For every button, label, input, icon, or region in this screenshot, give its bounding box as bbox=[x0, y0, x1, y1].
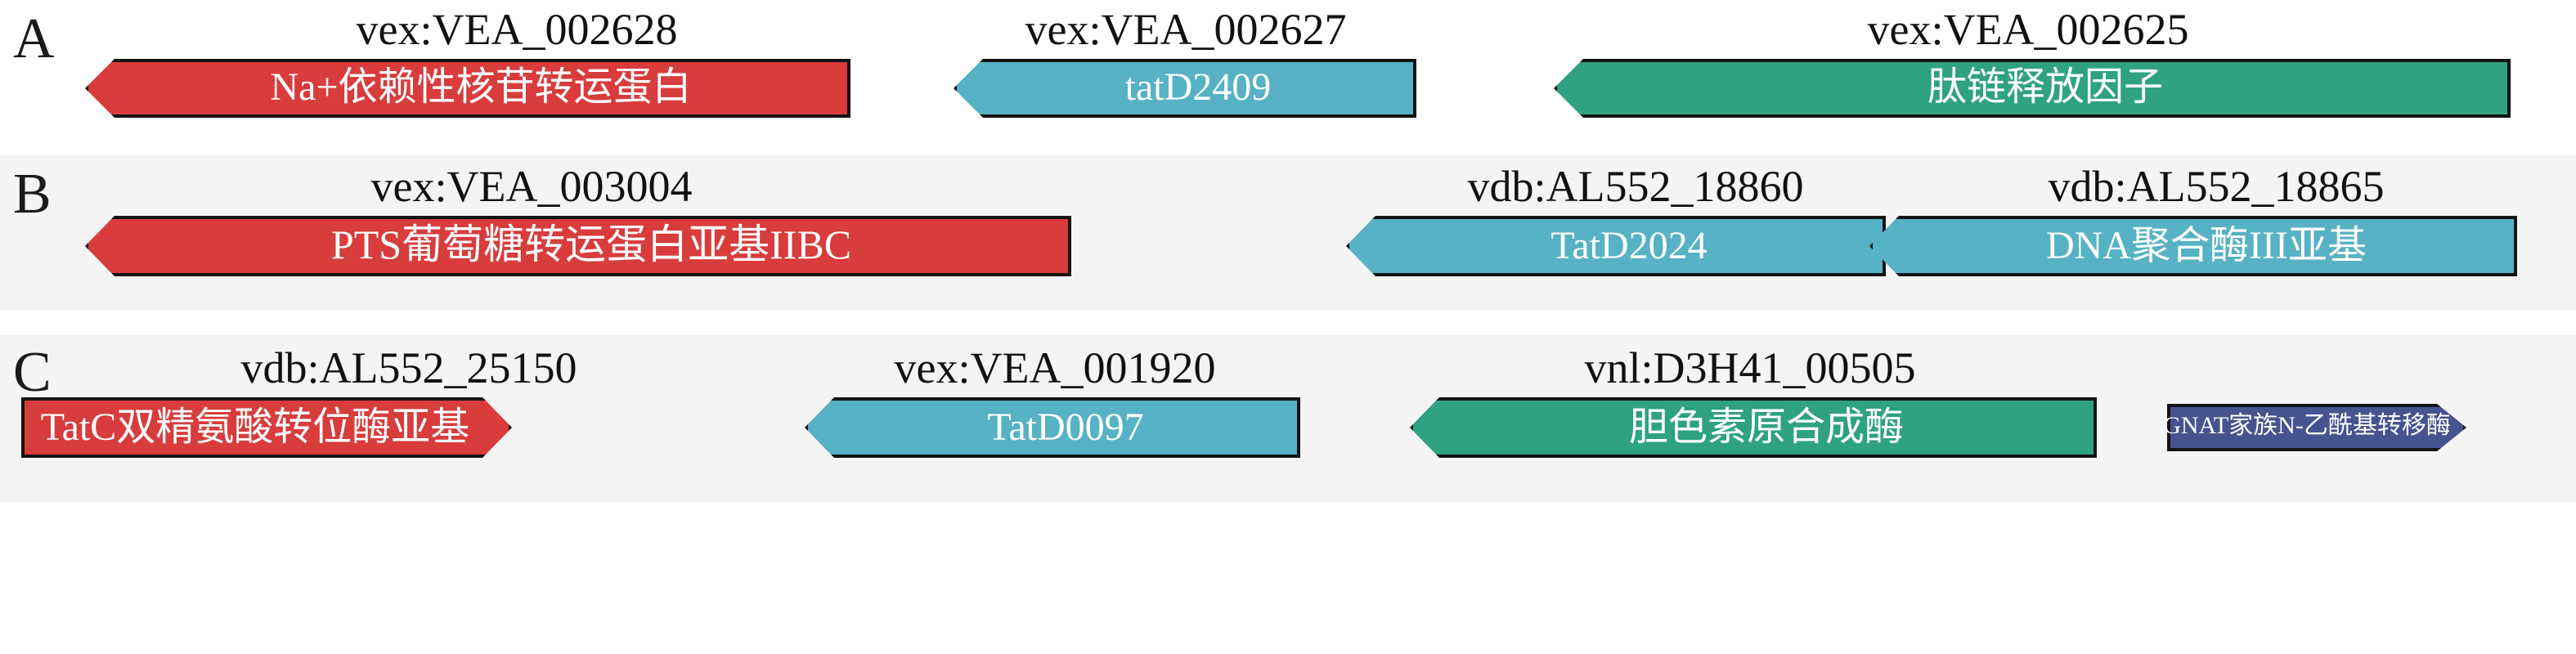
gene-label-vex-VEA-003004: vex:VEA_003004 bbox=[370, 162, 693, 211]
gene-arrow-vex-VEA-003004[interactable]: PTS葡萄糖转运蛋白亚基IIBC bbox=[85, 216, 1071, 276]
gene-arrow-vex-VEA-002627[interactable]: tatD2409 bbox=[954, 59, 1416, 118]
gene-label-vex-VEA-002625: vex:VEA_002625 bbox=[1867, 5, 2189, 54]
gene-arrow-label: DNA聚合酶III亚基 bbox=[2046, 225, 2367, 267]
gene-arrow-vdb-AL552-18860[interactable]: TatD2024 bbox=[1346, 216, 1886, 276]
panel-letter-a: A bbox=[13, 7, 55, 70]
gene-arrow-vdb-AL552-18865[interactable]: DNA聚合酶III亚基 bbox=[1869, 216, 2517, 276]
gene-arrow-label: tatD2409 bbox=[1124, 67, 1272, 110]
gene-arrow-vdb-AL552-25150[interactable]: TatC双精氨酸转位酶亚基 bbox=[21, 397, 512, 458]
gene-arrow-label: TatC双精氨酸转位酶亚基 bbox=[40, 406, 470, 449]
gene-arrow-label: TatD0097 bbox=[987, 406, 1144, 449]
gene-arrow-gnat-acetyltransferase[interactable]: GNAT家族N-乙酰基转移酶 bbox=[2167, 404, 2466, 451]
gene-arrow-label: TatD2024 bbox=[1551, 225, 1708, 267]
gene-neighborhood-figure: A vex:VEA_002628 Na+依赖性核苷转运蛋白 vex:VEA_00… bbox=[0, 5, 2576, 502]
gene-label-vdb-AL552-25150: vdb:AL552_25150 bbox=[240, 343, 577, 392]
panel-letter-c: C bbox=[13, 340, 52, 404]
gene-arrow-label: GNAT家族N-乙酰基转移酶 bbox=[2163, 414, 2451, 440]
gene-label-vdb-AL552-18865: vdb:AL552_18865 bbox=[2048, 162, 2385, 211]
gene-label-vex-VEA-002628: vex:VEA_002628 bbox=[356, 5, 678, 54]
gene-arrow-label: 肽链释放因子 bbox=[1928, 67, 2163, 110]
gene-label-vdb-AL552-18860: vdb:AL552_18860 bbox=[1467, 162, 1804, 211]
gene-label-vnl-D3H41-00505: vnl:D3H41_00505 bbox=[1584, 343, 1916, 392]
gene-arrow-label: Na+依赖性核苷转运蛋白 bbox=[270, 67, 692, 110]
gene-arrow-label: PTS葡萄糖转运蛋白亚基IIBC bbox=[330, 224, 852, 268]
gene-arrow-vex-VEA-001920[interactable]: TatD0097 bbox=[805, 397, 1300, 458]
gene-arrow-vex-VEA-002625[interactable]: 肽链释放因子 bbox=[1554, 59, 2511, 118]
gene-arrow-vnl-D3H41-00505[interactable]: 胆色素原合成酶 bbox=[1410, 397, 2097, 458]
gene-arrow-vex-VEA-002628[interactable]: Na+依赖性核苷转运蛋白 bbox=[85, 59, 850, 118]
gene-arrow-label: 胆色素原合成酶 bbox=[1629, 406, 1904, 449]
gene-label-vex-VEA-002627: vex:VEA_002627 bbox=[1025, 5, 1347, 54]
panel-gap-1 bbox=[0, 311, 2576, 335]
gene-label-vex-VEA-001920: vex:VEA_001920 bbox=[894, 343, 1216, 392]
panel-letter-b: B bbox=[13, 162, 52, 226]
